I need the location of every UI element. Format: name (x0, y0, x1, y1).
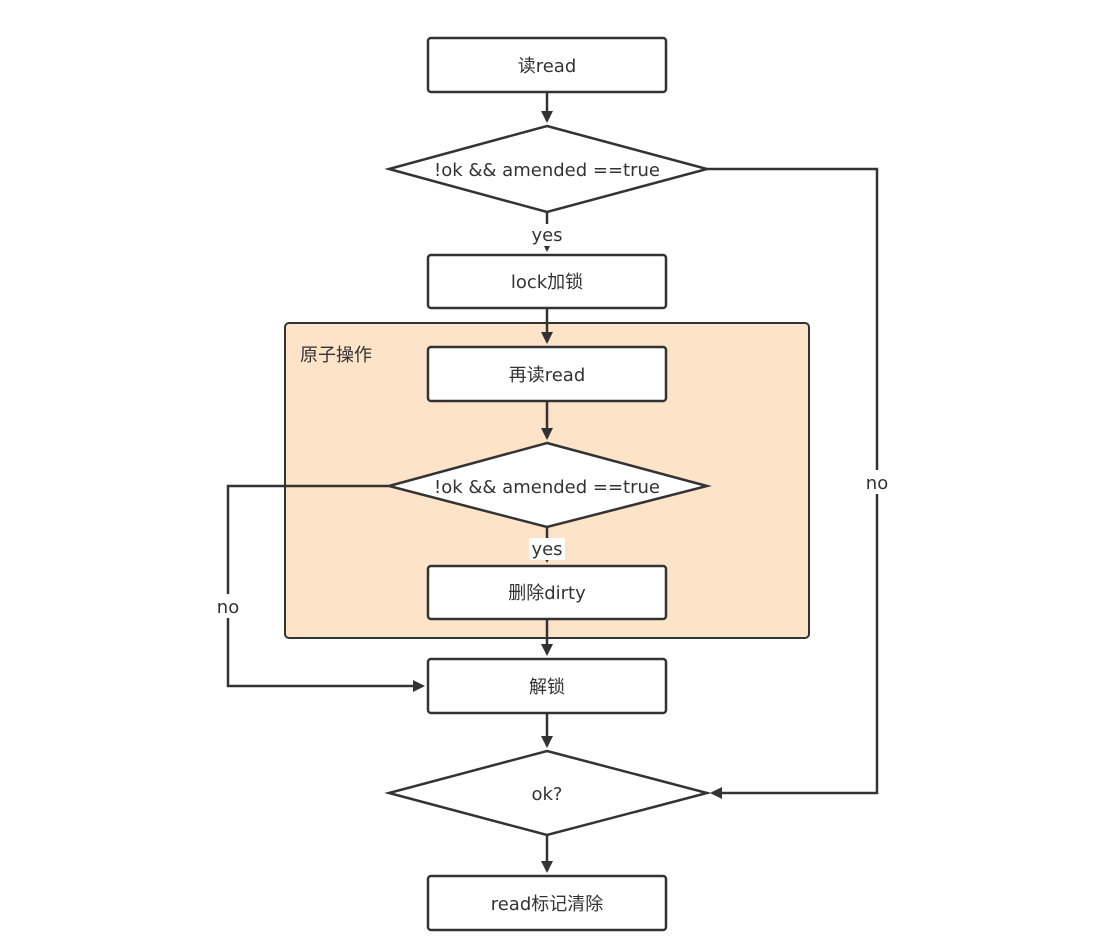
node-reread: 再读read (426, 345, 668, 403)
node-check1-label: !ok && amended ==true (434, 160, 660, 181)
node-unlock-label: 解锁 (529, 677, 565, 698)
node-clear-mark-label: read标记清除 (491, 894, 604, 915)
edge-labels: yes yes no no (213, 224, 892, 618)
node-read: 读read (426, 36, 668, 94)
edge-label-no-left: no (217, 597, 239, 618)
group-label: 原子操作 (300, 345, 372, 366)
node-ok-check-label: ok? (532, 784, 563, 805)
node-ok-check: ok? (384, 749, 712, 837)
edge-label-no-right: no (866, 473, 888, 494)
node-reread-label: 再读read (509, 365, 586, 386)
node-delete-dirty-label: 删除dirty (508, 583, 586, 604)
node-check2-label: !ok && amended ==true (434, 477, 660, 498)
node-check2: !ok && amended ==true (384, 441, 712, 529)
node-clear-mark: read标记清除 (426, 874, 668, 932)
node-check1: !ok && amended ==true (384, 124, 712, 214)
node-lock-label: lock加锁 (511, 272, 583, 293)
edge-check2-no-to-unlock (226, 484, 425, 692)
node-read-label: 读read (518, 56, 577, 77)
edge-label-yes-2: yes (531, 539, 562, 560)
node-delete-dirty: 删除dirty (426, 564, 668, 621)
node-unlock: 解锁 (426, 657, 668, 715)
edge-label-yes-1: yes (531, 225, 562, 246)
node-lock: lock加锁 (426, 253, 668, 310)
